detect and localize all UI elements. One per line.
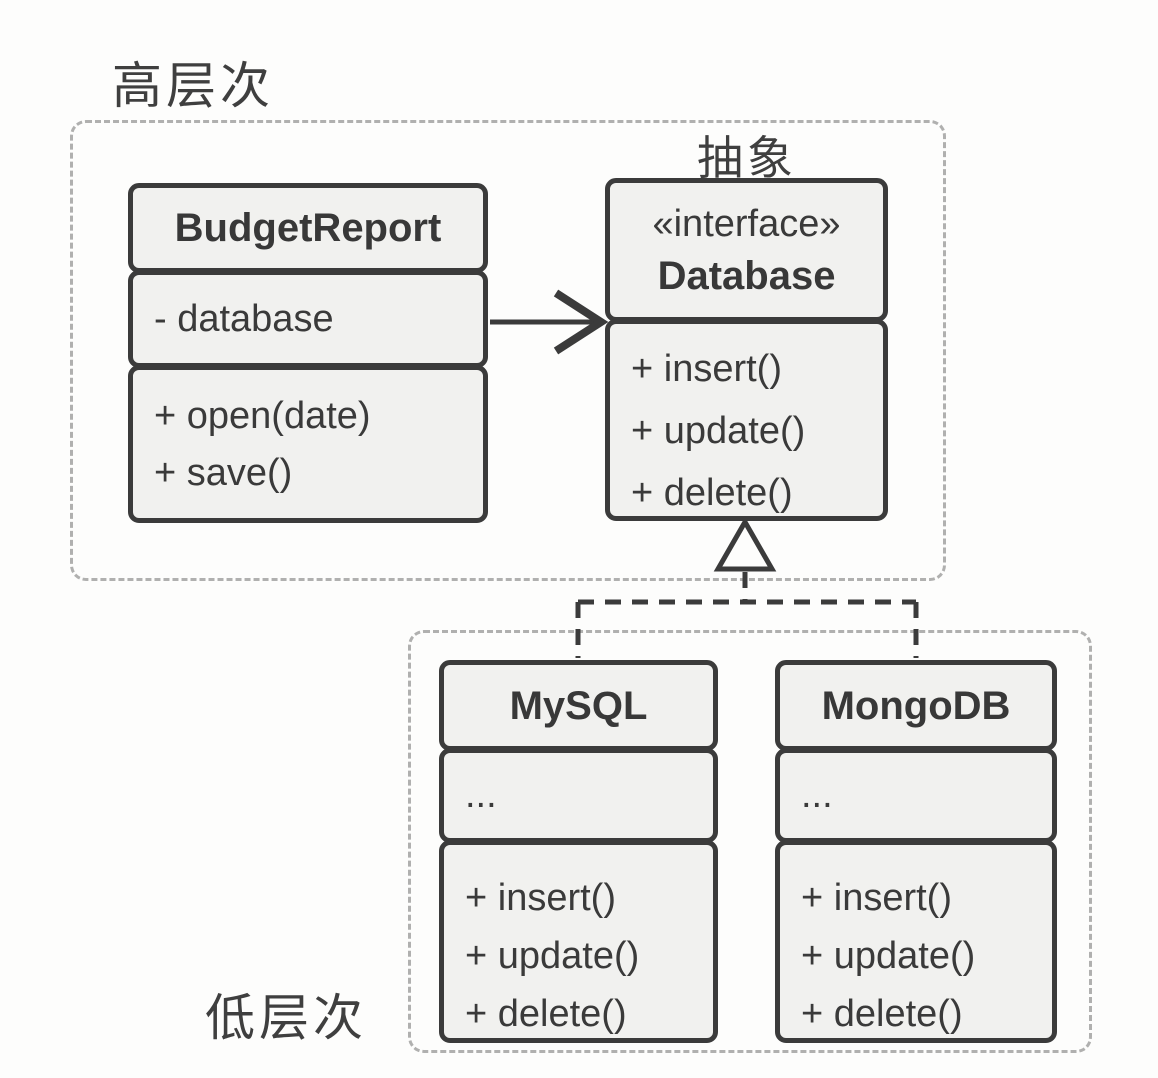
method-item: + update() xyxy=(631,410,806,452)
class-name: BudgetReport xyxy=(174,206,442,250)
method-item: + insert() xyxy=(801,877,952,919)
class-database-methods: + insert() + update() + delete() xyxy=(605,319,888,521)
class-budgetreport-methods: + open(date) + save() xyxy=(128,365,488,523)
method-item: + update() xyxy=(465,935,640,977)
high-level-zone-box xyxy=(70,120,946,581)
method-item: + delete() xyxy=(631,472,793,514)
low-level-label: 低层次 xyxy=(205,990,367,1046)
method-item: + delete() xyxy=(465,993,627,1035)
class-name: MongoDB xyxy=(821,683,1011,728)
class-budgetreport: BudgetReport - database + open(date) + s… xyxy=(128,183,488,523)
class-mongodb: MongoDB ... + insert() + update() + dele… xyxy=(775,660,1057,1043)
method-item: + open(date) xyxy=(154,395,371,437)
field-item: ... xyxy=(801,774,833,816)
class-mongodb-fields: ... xyxy=(775,748,1057,843)
method-item: + update() xyxy=(801,935,976,977)
interface-stereotype: «interface» xyxy=(652,203,841,245)
method-item: + delete() xyxy=(801,993,963,1035)
field-item: - database xyxy=(154,297,334,340)
class-budgetreport-title: BudgetReport xyxy=(128,183,488,273)
class-mysql-title: MySQL xyxy=(439,660,718,751)
class-budgetreport-fields: - database xyxy=(128,270,488,368)
method-item: + insert() xyxy=(631,348,782,390)
method-item: + save() xyxy=(154,452,293,494)
class-mysql-fields: ... xyxy=(439,748,718,843)
class-name: Database xyxy=(657,254,836,298)
class-name: MySQL xyxy=(509,683,648,728)
class-mongodb-title: MongoDB xyxy=(775,660,1057,751)
abstraction-label: 抽象 xyxy=(697,132,797,184)
field-item: ... xyxy=(465,774,497,816)
class-mysql-methods: + insert() + update() + delete() xyxy=(439,840,718,1043)
class-mysql: MySQL ... + insert() + update() + delete… xyxy=(439,660,718,1043)
method-item: + insert() xyxy=(465,877,616,919)
class-mongodb-methods: + insert() + update() + delete() xyxy=(775,840,1057,1043)
high-level-label: 高层次 xyxy=(112,58,274,114)
class-database-title: «interface» Database xyxy=(605,178,888,322)
class-database-interface: «interface» Database + insert() + update… xyxy=(605,178,888,521)
